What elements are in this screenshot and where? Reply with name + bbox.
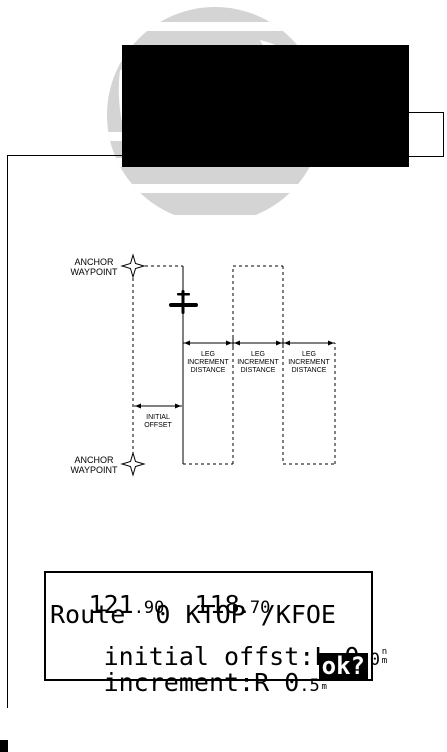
leader-line-left-horizontal	[7, 155, 122, 156]
frequency-row: 121.90 118.70	[50, 576, 271, 633]
ok-prompt-button[interactable]: ok?	[318, 653, 368, 679]
leg-label-1-line3: DISTANCE	[191, 367, 226, 374]
anchor-bottom-label-line2: WAYPOINT	[71, 465, 119, 475]
initial-offset-label: initial offst:L	[88, 642, 345, 671]
increment-label: increment:R	[88, 668, 285, 697]
leg-label-3-line3: DISTANCE	[292, 367, 327, 374]
com-frequency-main: 121	[88, 590, 134, 619]
leader-line-right-vertical	[443, 112, 444, 157]
airplane-icon	[169, 290, 198, 314]
nav-frequency-main: 118	[194, 590, 240, 619]
anchor-top-label-line2: WAYPOINT	[71, 267, 119, 277]
increment-row: increment:R 0.5nm	[50, 654, 329, 711]
leg-label-3-line2: INCREMENT	[288, 359, 330, 366]
leg-label-2-line1: LEG	[251, 351, 265, 358]
leg-label-3-line1: LEG	[302, 351, 316, 358]
route-row: Route 0 KTOP /KFOE	[50, 600, 336, 629]
lcd-display: 121.90 118.70 Route 0 KTOP /KFOE initial…	[44, 571, 387, 695]
increment-value-main[interactable]: 0	[284, 668, 300, 697]
initial-offset-label-line1: INITIAL	[146, 414, 170, 421]
leader-line-left-vertical	[7, 155, 8, 708]
initial-offset-label-line2: OFFSET	[144, 422, 172, 429]
anchor-bottom-label-line1: ANCHOR	[74, 455, 114, 465]
leg-label-2-line3: DISTANCE	[241, 367, 276, 374]
anchor-waypoint-top-icon	[120, 253, 146, 279]
anchor-top-label-line1: ANCHOR	[74, 257, 114, 267]
offset-track-diagram: ANCHOR WAYPOINT ANCHOR WAYPOINT LEG INCR…	[71, 253, 336, 477]
nav-frequency-decimal: .70	[239, 598, 271, 618]
leader-line-right-bottom	[409, 156, 444, 157]
page-edge-tab	[0, 740, 8, 752]
anchor-waypoint-bottom-icon	[120, 451, 146, 477]
leader-line-right-horizontal	[409, 112, 444, 113]
com-frequency-decimal: .90	[133, 598, 165, 618]
leg-label-1-line1: LEG	[201, 351, 215, 358]
increment-value-decimal: .5	[299, 676, 320, 696]
leg-label-2-line2: INCREMENT	[237, 359, 279, 366]
screen-image-block	[122, 45, 409, 167]
leg-label-1-line2: INCREMENT	[187, 359, 229, 366]
